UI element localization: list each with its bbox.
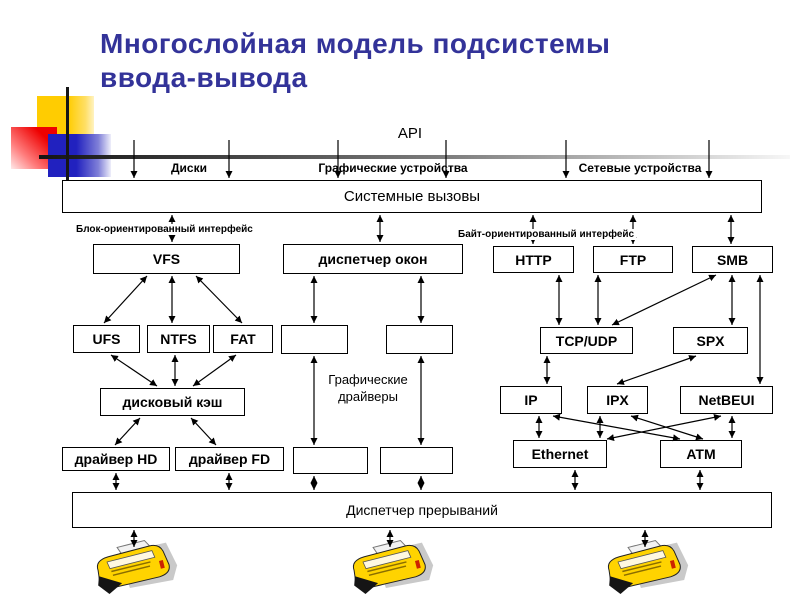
box-fat: FAT (213, 325, 273, 353)
printer-icon (352, 540, 434, 594)
slide-title: Многослойная модель подсистемы ввода-выв… (100, 27, 610, 95)
arrow-fat-cache (192, 354, 237, 387)
printer-icon (607, 540, 689, 594)
arrow-spx-ipx (616, 355, 697, 385)
box-graphics-upper-left (281, 325, 348, 354)
box-driver-fd: драйвер FD (175, 447, 284, 471)
printer-icon (96, 540, 178, 594)
arrow-vfs-ufs (103, 275, 148, 324)
box-ip: IP (500, 386, 562, 414)
slide-title-line1: Многослойная модель подсистемы (100, 28, 611, 59)
box-window-manager: диспетчер окон (283, 244, 463, 274)
box-graphics-upper-right (386, 325, 453, 354)
arrow-vfs-fat (195, 275, 243, 324)
slide-title-line2: ввода-вывода (100, 62, 308, 93)
box-tcp-udp: TCP/UDP (540, 327, 633, 354)
box-vfs: VFS (93, 244, 240, 274)
box-graphics-lower-left (293, 447, 368, 474)
arrow-smb-tcpudp (611, 274, 717, 326)
graphic-devices-label: Графические устройства (318, 161, 468, 175)
arrow-netbeui-ethernet (606, 413, 722, 442)
arrow-ip-atm (552, 413, 681, 442)
box-system-calls: Системные вызовы (62, 180, 762, 213)
box-ethernet: Ethernet (513, 440, 607, 468)
box-interrupt-dispatcher: Диспетчер прерываний (72, 492, 772, 528)
graphic-drivers-label-line2: драйверы (338, 389, 398, 404)
graphic-drivers-label: Графические драйверы (303, 371, 433, 405)
arrow-cache-driver-hd (114, 417, 141, 446)
box-smb: SMB (692, 246, 773, 273)
decoration-horizontal-rule (39, 155, 790, 159)
box-driver-hd: драйвер HD (62, 447, 170, 471)
disks-label: Диски (171, 161, 207, 175)
box-ipx: IPX (587, 386, 648, 414)
box-disk-cache: дисковый кэш (100, 388, 245, 416)
box-graphics-lower-right (380, 447, 453, 474)
box-atm: ATM (660, 440, 742, 468)
box-ftp: FTP (593, 246, 673, 273)
box-http: HTTP (493, 246, 574, 273)
network-devices-label: Сетевые устройства (578, 161, 702, 175)
arrow-cache-driver-fd (190, 417, 217, 446)
box-ufs: UFS (73, 325, 140, 353)
arrow-ufs-cache (110, 354, 158, 387)
block-oriented-interface-label: Блок-ориентированный интерфейс (74, 224, 255, 235)
decoration-vertical-line (66, 87, 69, 181)
graphic-drivers-label-line1: Графические (328, 372, 408, 387)
api-label: API (397, 125, 423, 142)
box-spx: SPX (673, 327, 748, 354)
byte-oriented-interface-label: Байт-ориентированный интерфейс (456, 229, 637, 240)
box-netbeui: NetBEUI (680, 386, 773, 414)
box-ntfs: NTFS (147, 325, 210, 353)
